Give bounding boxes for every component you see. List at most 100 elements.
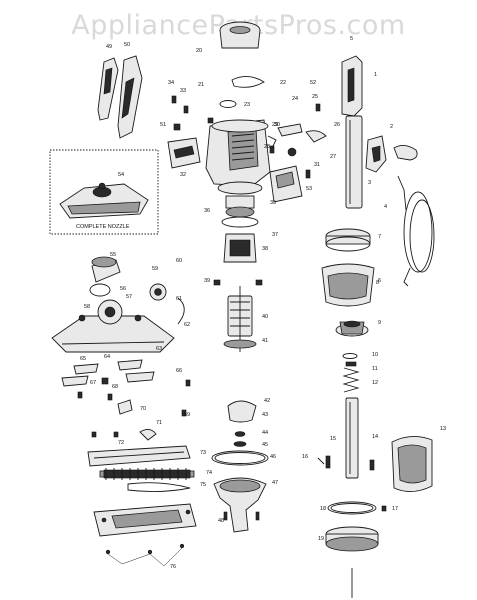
part-number-4: 4 (384, 204, 387, 210)
part-number-9: 9 (378, 320, 381, 326)
part-number-59: 59 (152, 266, 158, 272)
part-number-64: 64 (104, 354, 110, 360)
belt-75 (127, 482, 191, 493)
base-ring-19 (325, 526, 379, 598)
part-number-66: 66 (176, 368, 182, 374)
part-number-37: 37 (272, 232, 278, 238)
wheel-59 (149, 283, 167, 301)
part-number-61: 61 (176, 296, 182, 302)
gasket-17 (327, 501, 387, 515)
part-number-29: 29 (272, 122, 278, 128)
part-number-44: 44 (262, 430, 268, 436)
part-number-58: 58 (84, 304, 90, 310)
part-number-1: 1 (374, 72, 377, 78)
latch-71 (139, 429, 157, 441)
part-number-32: 32 (180, 172, 186, 178)
part-number-20: 20 (196, 48, 202, 54)
dust-cup-13 (391, 436, 433, 492)
nozzle-links-63-64 (61, 359, 155, 387)
part-number-68: 68 (112, 384, 118, 390)
top-cap (219, 21, 261, 49)
part-number-63: 63 (156, 346, 162, 352)
part-number-6: 6 (378, 278, 381, 284)
part-number-49: 49 (106, 44, 112, 50)
motor-housing (205, 119, 271, 187)
bumper-strip-73 (87, 445, 191, 467)
brush-roll-74 (99, 468, 195, 480)
bag-housing-top (325, 228, 371, 252)
part-number-26: 26 (334, 122, 340, 128)
armature (223, 286, 257, 352)
part-number-62: 62 (184, 322, 190, 328)
part-number-53: 53 (306, 186, 312, 192)
part-number-18: 18 (320, 506, 326, 512)
part-number-5: 5 (350, 36, 353, 42)
gasket-ring-46 (211, 450, 269, 466)
spring-12 (342, 361, 360, 393)
part-number-76: 76 (170, 564, 176, 570)
part-number-22: 22 (280, 80, 286, 86)
part-number-73: 73 (200, 450, 206, 456)
part-number-67: 67 (90, 380, 96, 386)
part-number-38: 38 (262, 246, 268, 252)
pedal-70 (117, 399, 133, 415)
part-number-13: 13 (440, 426, 446, 432)
part-number-43: 43 (262, 412, 268, 418)
part-number-24: 24 (292, 96, 298, 102)
part-number-16: 16 (302, 454, 308, 460)
cover-plate-left (167, 123, 201, 169)
part-number-41: 41 (262, 338, 268, 344)
part-number-21: 21 (198, 82, 204, 88)
ring-23 (219, 100, 237, 108)
small-screws (171, 95, 321, 179)
motor-stack (217, 181, 263, 263)
part-number-60: 60 (176, 258, 182, 264)
part-number-39: 39 (204, 278, 210, 284)
part-number-15: 15 (330, 436, 336, 442)
part-number-52: 52 (310, 80, 316, 86)
handle-grip-left (97, 57, 119, 121)
part-number-46: 46 (270, 454, 276, 460)
nozzle-top-cover (51, 299, 175, 353)
handle-tube (341, 55, 363, 209)
bag-top-cap-9 (335, 320, 369, 337)
part-number-65: 65 (80, 356, 86, 362)
power-cord (397, 175, 435, 287)
part-number-3: 3 (368, 180, 371, 186)
part-number-56: 56 (120, 286, 126, 292)
spring-clip-22 (231, 76, 265, 88)
outer-tube-14 (345, 397, 359, 479)
switch-assembly (365, 135, 418, 173)
filter-bag (321, 263, 375, 307)
handle-grip-right (117, 55, 143, 139)
part-number-25: 25 (312, 94, 318, 100)
part-number-71: 71 (156, 420, 162, 426)
part-number-2: 2 (390, 124, 393, 130)
part-number-69: 69 (184, 412, 190, 418)
part-number-19: 19 (318, 536, 324, 542)
part-number-27: 27 (330, 154, 336, 160)
side-cover-right (269, 165, 303, 203)
part-number-23: 23 (244, 102, 250, 108)
part-number-48: 48 (218, 518, 224, 524)
part-number-50: 50 (124, 42, 130, 48)
washer-10 (342, 353, 358, 359)
part-number-14: 14 (372, 434, 378, 440)
part-number-17: 17 (392, 506, 398, 512)
nozzle-small-hardware (77, 297, 191, 438)
part-number-42: 42 (264, 398, 270, 404)
part-number-28: 28 (264, 144, 270, 150)
part-number-34: 34 (168, 80, 174, 86)
nozzle-base-plate-76 (93, 503, 197, 537)
part-number-8: 8 (376, 280, 379, 286)
part-number-47: 47 (272, 480, 278, 486)
base-plate-screws (105, 543, 185, 567)
part-number-45: 45 (262, 442, 268, 448)
nozzle-adaptor-47 (213, 477, 267, 533)
part-number-11: 11 (372, 366, 378, 372)
part-number-72: 72 (118, 440, 124, 446)
latch-parts (267, 123, 327, 157)
part-number-35: 35 (270, 200, 276, 206)
